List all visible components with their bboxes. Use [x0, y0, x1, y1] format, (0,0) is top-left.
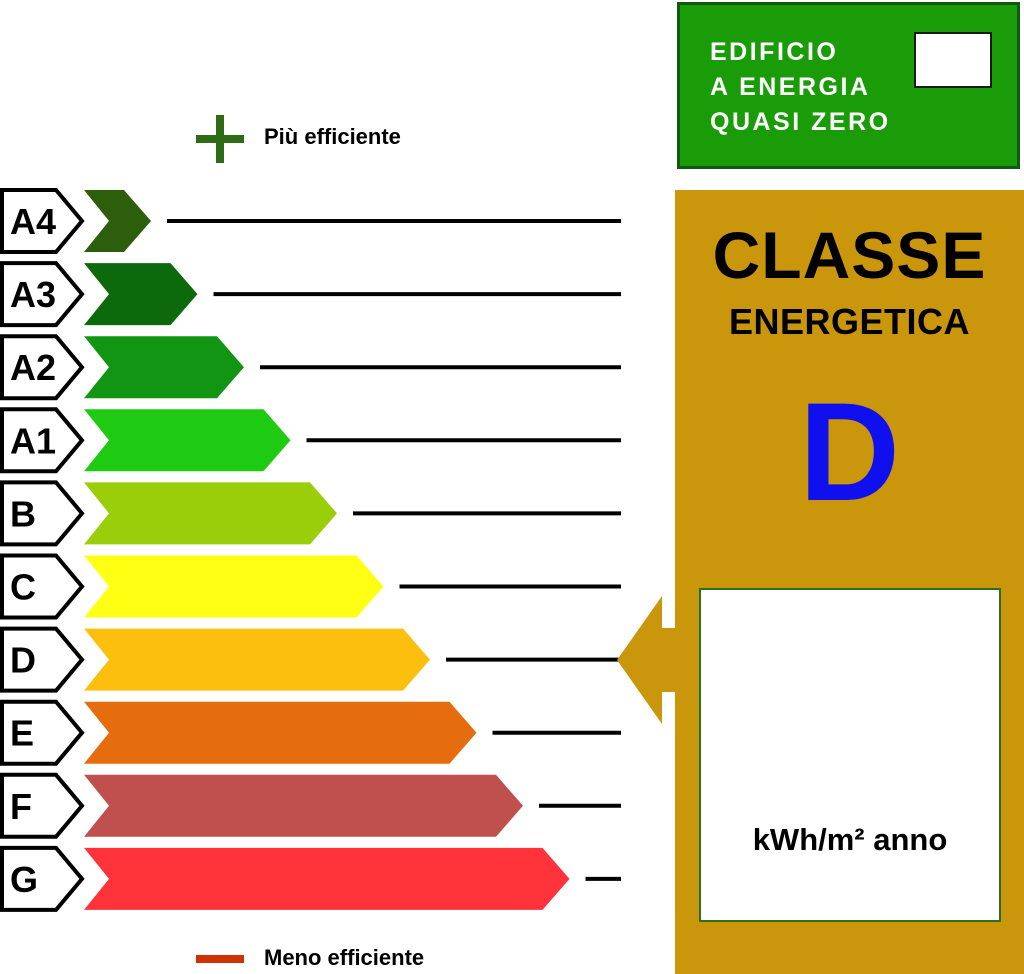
class-label-text: E [10, 713, 34, 754]
class-bar [84, 482, 337, 545]
nzeb-box: EDIFICIO A ENERGIA QUASI ZERO [677, 2, 1020, 169]
class-row-b: B [0, 480, 621, 547]
plus-icon [196, 115, 244, 163]
class-row-a3: A3 [0, 261, 621, 328]
class-label-arrow [0, 626, 85, 693]
class-label-arrow [0, 553, 85, 620]
energy-class-panel: CLASSE ENERGETICA D kWh/m² anno [675, 190, 1024, 974]
minus-icon [196, 955, 244, 963]
class-bar [84, 263, 198, 326]
energy-unit-label: kWh/m² anno [752, 822, 948, 857]
less-efficient-label: Meno efficiente [264, 945, 425, 970]
class-label-text: A1 [10, 420, 56, 461]
class-bar [84, 555, 384, 618]
class-label-text: G [10, 859, 38, 900]
class-row-g: G [0, 845, 621, 912]
class-row-a4: A4 [0, 188, 621, 254]
class-bar [84, 190, 151, 252]
class-label-arrow [0, 480, 85, 547]
current-class-letter: D [798, 373, 901, 530]
class-label-arrow [0, 772, 85, 839]
class-pointer-arrow [617, 595, 679, 724]
class-row-c: C [0, 553, 621, 620]
class-row-d: D [0, 626, 630, 693]
class-label-text: C [10, 567, 36, 608]
class-row-f: F [0, 772, 621, 839]
class-label-text: F [10, 786, 32, 827]
energy-value-box: kWh/m² anno [699, 588, 1001, 922]
class-bar [84, 847, 570, 910]
class-label-arrow [0, 261, 85, 328]
class-row-e: E [0, 699, 621, 766]
more-efficient-label: Più efficiente [264, 124, 401, 149]
nzeb-checkbox[interactable] [914, 32, 992, 88]
nzeb-label: EDIFICIO A ENERGIA QUASI ZERO [710, 35, 891, 140]
class-bar [84, 774, 523, 837]
class-label-arrow [0, 845, 85, 912]
nzeb-line-1: EDIFICIO [710, 38, 839, 66]
class-label-text: D [10, 640, 36, 681]
class-label-arrow [0, 699, 85, 766]
pointer-arrow-shape [617, 595, 679, 724]
class-row-a1: A1 [0, 407, 621, 474]
class-label-text: A3 [10, 274, 56, 315]
class-label-text: A4 [10, 201, 56, 242]
class-label-arrow [0, 334, 85, 401]
class-label-text: A2 [10, 347, 56, 388]
energetica-title: ENERGETICA [728, 301, 971, 342]
classe-title: CLASSE [712, 218, 987, 292]
class-label-arrow [0, 188, 85, 254]
class-bar [84, 628, 430, 691]
class-bar [84, 701, 477, 764]
class-bar [84, 409, 291, 472]
class-row-a2: A2 [0, 334, 621, 401]
nzeb-line-3: QUASI ZERO [710, 108, 891, 136]
class-bar [84, 336, 244, 399]
nzeb-line-2: A ENERGIA [710, 73, 871, 101]
class-label-text: B [10, 493, 36, 534]
class-label-arrow [0, 407, 85, 474]
